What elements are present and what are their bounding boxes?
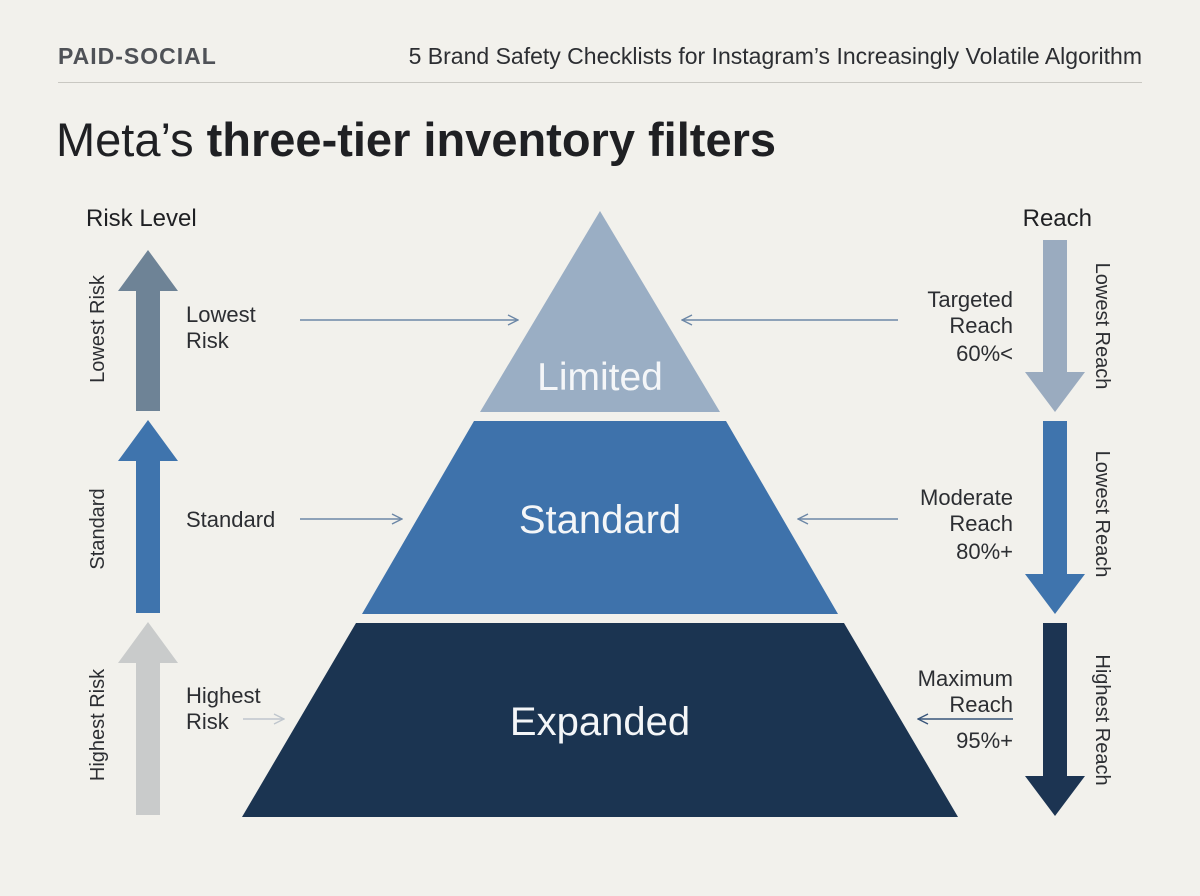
risk-arrow-label-high: Highest Risk: [87, 668, 109, 781]
tier-expanded-shape: [242, 623, 958, 817]
header: PAID-SOCIAL 5 Brand Safety Checklists fo…: [58, 43, 1142, 83]
risk-label-expanded-line2: Risk: [186, 709, 230, 734]
reach-label-expanded-line1: Maximum: [918, 666, 1013, 691]
page-title-light: Meta’s: [56, 113, 207, 166]
risk-arrow-standard: [118, 420, 178, 613]
reach-arrow-label-high: Highest Reach: [1091, 654, 1113, 785]
reach-arrow-moderate: [1025, 421, 1085, 614]
tier-standard-shape: [362, 421, 838, 614]
tier-standard-label: Standard: [519, 498, 681, 542]
risk-label-expanded-line1: Highest: [186, 683, 261, 708]
tier-limited-label: Limited: [537, 356, 663, 399]
reach-label-expanded-line2: Reach: [949, 692, 1013, 717]
risk-arrow-label-low: Lowest Risk: [87, 274, 109, 383]
reach-label-limited-line3: 60%<: [956, 341, 1013, 366]
reach-label-limited-line1: Targeted: [927, 287, 1013, 312]
article-title: 5 Brand Safety Checklists for Instagram’…: [408, 43, 1142, 69]
risk-level-heading: Risk Level: [86, 205, 197, 232]
category-label: PAID-SOCIAL: [58, 43, 217, 69]
risk-arrow-low: [118, 250, 178, 411]
header-divider: [58, 82, 1142, 83]
risk-arrow-label-standard: Standard: [87, 488, 109, 569]
risk-label-limited-line2: Risk: [186, 328, 230, 353]
reach-label-standard-line1: Moderate: [920, 485, 1013, 510]
reach-label-standard-line2: Reach: [949, 511, 1013, 536]
reach-heading: Reach: [1023, 205, 1092, 232]
tier-limited-shape: [480, 211, 720, 412]
tier-expanded-label: Expanded: [510, 700, 690, 744]
reach-arrow-high: [1025, 623, 1085, 816]
risk-label-limited-line1: Lowest: [186, 302, 256, 327]
reach-arrow-low: [1025, 240, 1085, 412]
reach-arrow-label-low: Lowest Reach: [1091, 263, 1113, 390]
reach-arrow-label-moderate: Lowest Reach: [1091, 451, 1113, 578]
reach-label-limited-line2: Reach: [949, 313, 1013, 338]
page-title-bold: three-tier inventory filters: [206, 113, 777, 166]
risk-label-standard: Standard: [186, 507, 275, 532]
reach-label-expanded-line3: 95%+: [956, 728, 1013, 753]
risk-arrow-high: [118, 622, 178, 815]
page-title: Meta’s three-tier inventory filters: [56, 112, 776, 168]
reach-label-standard-line3: 80%+: [956, 539, 1013, 564]
